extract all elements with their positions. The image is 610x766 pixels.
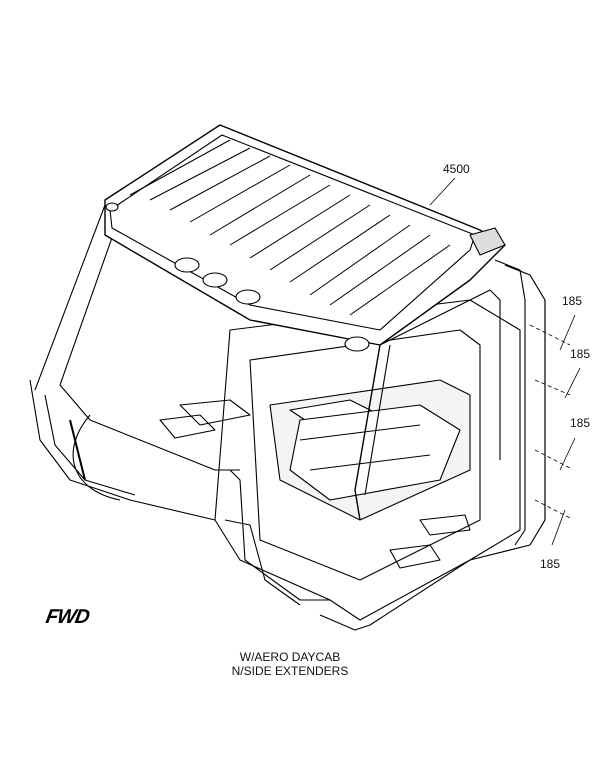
roof-marker-light <box>344 336 370 352</box>
fwd-indicator: FWD <box>44 606 91 628</box>
caption-line-2: N/SIDE EXTENDERS <box>231 664 349 678</box>
leader-ticks <box>551 314 581 546</box>
cab-left-side <box>29 199 330 606</box>
roof-marker-light <box>235 289 261 305</box>
roof-hvac-unit <box>469 227 506 256</box>
roof-marker-light <box>174 257 200 273</box>
caption-line-1: W/AERO DAYCAB <box>239 650 341 664</box>
callout-roof: 4500 <box>443 162 470 176</box>
roof-ribs <box>129 139 451 316</box>
cab-roof <box>104 124 506 352</box>
callout-side-extender-3: 185 <box>570 416 591 430</box>
roof-marker-light <box>105 202 119 212</box>
cab-right-side <box>319 259 546 631</box>
callout-side-extender-2: 185 <box>570 347 591 361</box>
cab-floor <box>159 299 521 621</box>
callout-side-extender-4: 185 <box>540 557 561 571</box>
roof-marker-light <box>202 272 228 288</box>
callout-side-extender-1: 185 <box>562 294 583 308</box>
